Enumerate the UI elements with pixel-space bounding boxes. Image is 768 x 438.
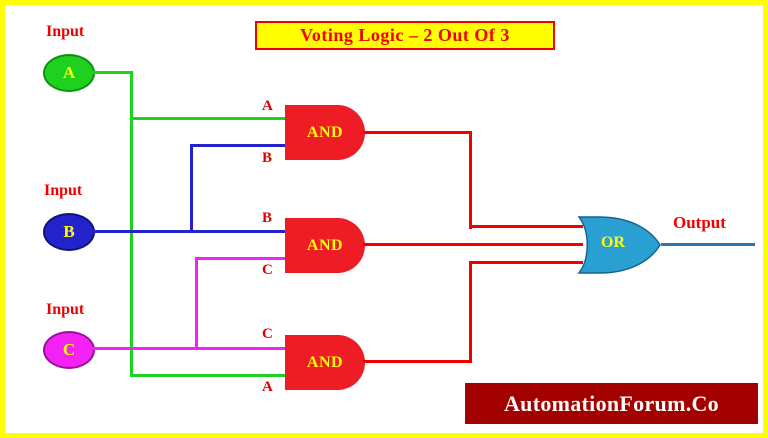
and2-pin-b-label: B bbox=[262, 210, 273, 226]
and-gate-3: AND bbox=[285, 335, 365, 390]
input-b-label: Input bbox=[44, 182, 83, 199]
input-a-letter: A bbox=[62, 63, 76, 82]
and-gate-2-label: AND bbox=[306, 236, 344, 254]
wire-and1-to-or bbox=[469, 225, 583, 228]
wire-b-seg2 bbox=[190, 144, 193, 233]
output-label: Output bbox=[673, 213, 726, 232]
input-b-letter: B bbox=[63, 222, 75, 241]
wire-c-to-and2 bbox=[195, 257, 285, 260]
wire-and3-up bbox=[469, 261, 472, 363]
wire-and2-to-or bbox=[363, 243, 583, 246]
wire-and3-out bbox=[363, 360, 472, 363]
or-gate: OR bbox=[575, 216, 663, 274]
and-gate-1-label: AND bbox=[306, 123, 344, 141]
input-a-label: Input bbox=[46, 23, 85, 40]
wire-and3-to-or bbox=[469, 261, 583, 264]
and3-pin-c-label: C bbox=[262, 326, 273, 342]
input-b-node: B bbox=[43, 213, 95, 251]
wire-a-seg1 bbox=[93, 71, 133, 74]
wire-b-to-and2 bbox=[93, 230, 285, 233]
and1-pin-a-label: A bbox=[262, 98, 273, 114]
and-gate-1: AND bbox=[285, 105, 365, 160]
title-banner: Voting Logic – 2 Out Of 3 bbox=[255, 21, 555, 50]
wire-b-to-and1 bbox=[190, 144, 285, 147]
or-gate-label: OR bbox=[601, 234, 625, 251]
wire-a-seg2 bbox=[130, 71, 133, 377]
wire-c-seg2 bbox=[195, 257, 198, 350]
and2-pin-c-label: C bbox=[262, 262, 273, 278]
or-gate-shape bbox=[577, 216, 661, 274]
input-a-node: A bbox=[43, 54, 95, 92]
and-gate-3-label: AND bbox=[306, 353, 344, 371]
input-c-label: Input bbox=[46, 301, 85, 318]
and-gate-2: AND bbox=[285, 218, 365, 273]
and3-pin-a-label: A bbox=[262, 379, 273, 395]
input-c-letter: C bbox=[62, 340, 76, 359]
brand-banner: AutomationForum.Co bbox=[465, 383, 758, 424]
wire-and1-out bbox=[363, 131, 472, 134]
and1-pin-b-label: B bbox=[262, 150, 273, 166]
wire-a-to-and1 bbox=[130, 117, 285, 120]
output-line bbox=[661, 243, 755, 246]
wire-a-to-and3 bbox=[130, 374, 285, 377]
wire-c-to-and3 bbox=[93, 347, 285, 350]
wire-and1-down bbox=[469, 131, 472, 229]
brand-banner-text: AutomationForum.Co bbox=[503, 390, 719, 416]
input-c-node: C bbox=[43, 331, 95, 369]
